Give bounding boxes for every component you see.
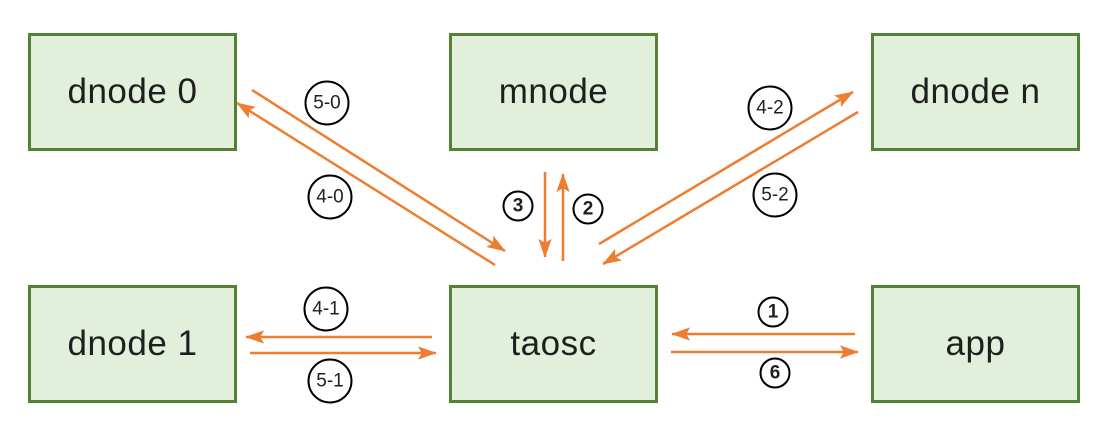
node-taosc-label: taosc	[510, 324, 597, 363]
edge-label-5-0: 5-0	[304, 80, 350, 126]
node-dnode-0: dnode 0	[28, 33, 237, 151]
node-dnode-n-label: dnode n	[910, 72, 1041, 111]
node-app: app	[871, 285, 1080, 403]
edge-label-4-2: 4-2	[747, 85, 793, 131]
node-mnode: mnode	[449, 33, 658, 151]
edge-5-0-arrow	[251, 88, 506, 253]
edge-5-2-arrow	[602, 110, 859, 266]
edge-label-2: 2	[572, 193, 604, 225]
edge-label-4-0: 4-0	[307, 174, 353, 220]
node-dnode-0-label: dnode 0	[67, 72, 198, 111]
edge-label-5-1: 5-1	[307, 358, 353, 404]
node-mnode-label: mnode	[498, 72, 609, 111]
node-dnode-1-label: dnode 1	[67, 324, 198, 363]
edge-4-0-arrow	[236, 101, 496, 267]
edge-label-3: 3	[502, 190, 534, 222]
edge-label-4-1: 4-1	[303, 286, 349, 332]
node-dnode-1: dnode 1	[28, 285, 237, 403]
edge-4-2-arrow	[598, 90, 854, 246]
node-taosc: taosc	[449, 285, 658, 403]
edge-label-5-2: 5-2	[752, 172, 798, 218]
node-app-label: app	[945, 324, 1006, 363]
edge-label-6: 6	[759, 357, 791, 389]
edge-label-1: 1	[757, 296, 789, 328]
node-dnode-n: dnode n	[871, 33, 1080, 151]
